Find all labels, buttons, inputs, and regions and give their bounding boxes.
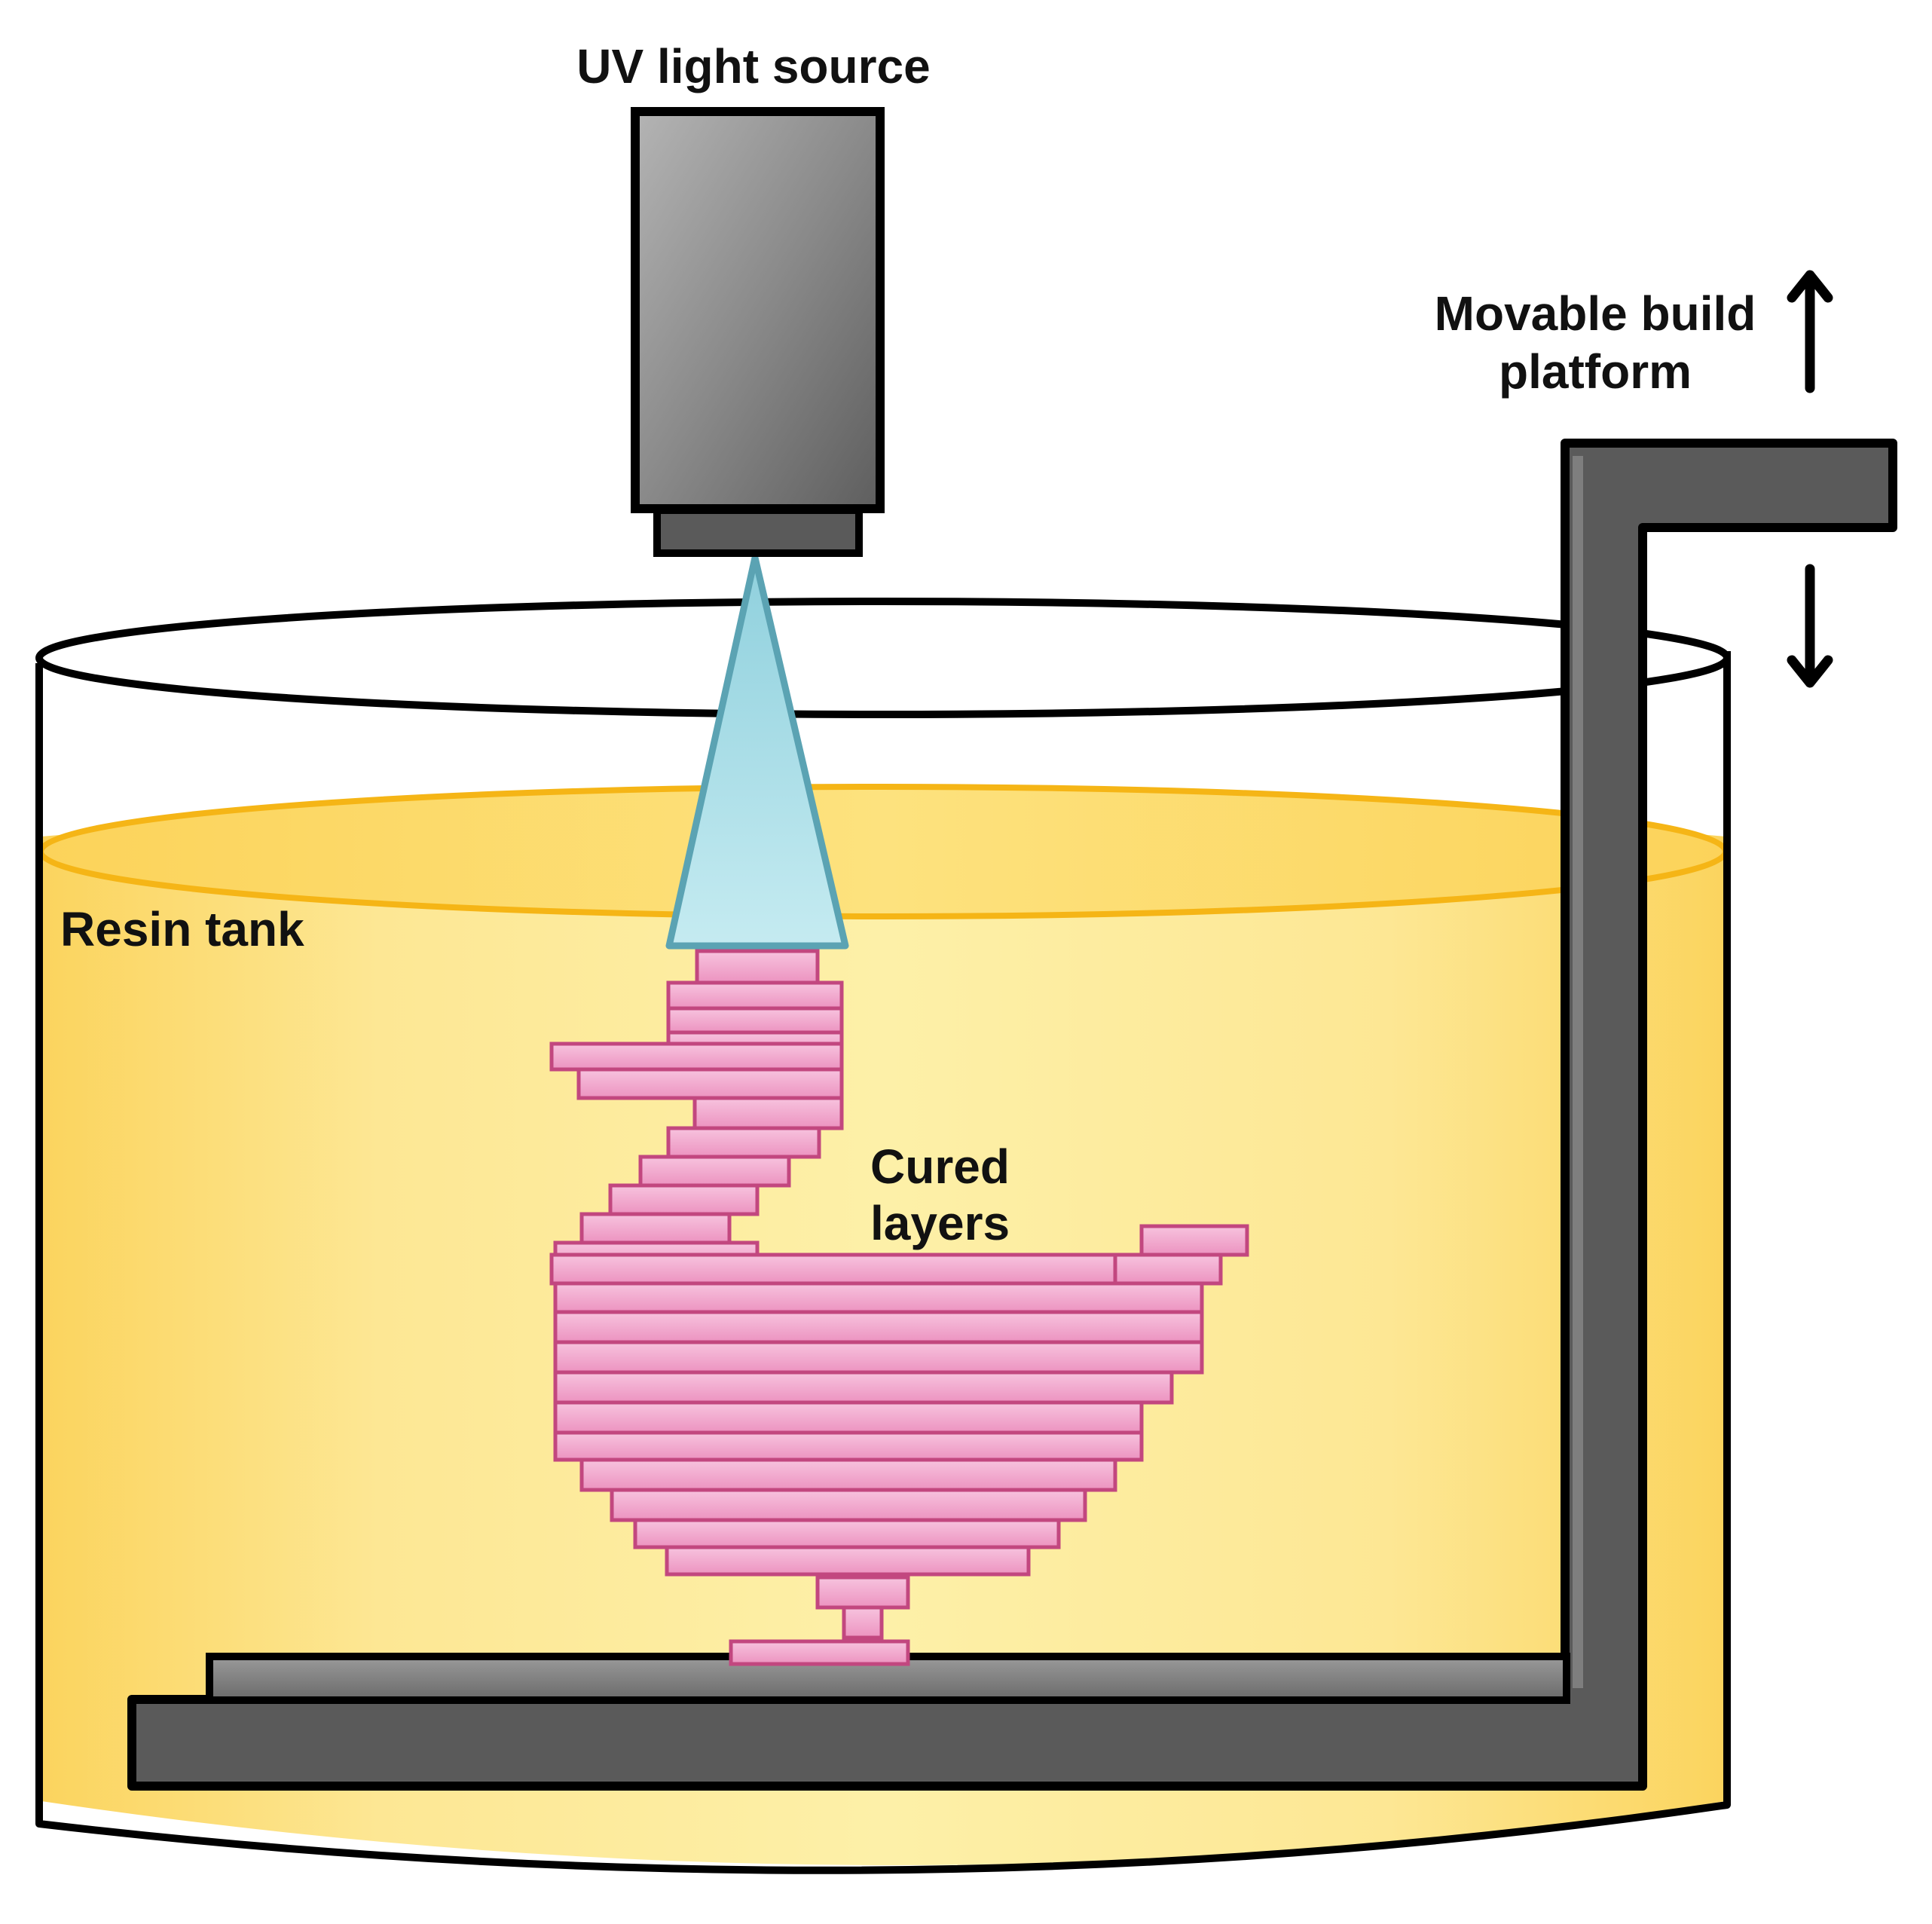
cured-layer xyxy=(633,1518,1061,1549)
arrow-up-icon xyxy=(1787,270,1833,393)
cured-layers-object xyxy=(549,949,1249,1666)
cured-layer xyxy=(576,1067,844,1100)
cured-layer xyxy=(549,1253,1204,1286)
cured-layer xyxy=(553,1281,1204,1314)
cured-layer xyxy=(1139,1224,1249,1257)
resin-tank-label: Resin tank xyxy=(60,902,304,956)
cured-layer xyxy=(1113,1253,1223,1286)
arrow-down-icon xyxy=(1787,564,1833,688)
cured-layer xyxy=(692,1096,844,1130)
uv-light-lens xyxy=(653,506,863,557)
uv-light-source-label: UV light source xyxy=(576,39,930,93)
cured-layer xyxy=(553,1310,1204,1344)
cured-layer xyxy=(553,1370,1174,1405)
cured-layer xyxy=(842,1605,884,1640)
resin-surface xyxy=(38,784,1729,919)
movable-build-platform-label-line1: Movable build xyxy=(1435,286,1756,341)
cured-layer xyxy=(579,1458,1117,1492)
cured-layer xyxy=(666,980,844,1011)
cured-layer xyxy=(553,1430,1144,1462)
uv-light-body xyxy=(631,107,885,513)
cured-layer xyxy=(666,1006,844,1035)
cured-layers-label-line1: Cured xyxy=(870,1139,1010,1194)
cured-layer xyxy=(608,1183,760,1216)
cured-layer xyxy=(695,949,820,985)
uv-beam xyxy=(665,554,849,950)
resin-tank-rim xyxy=(35,598,1731,718)
resin-tank-wall xyxy=(35,651,1731,1874)
cured-layer xyxy=(729,1639,910,1666)
cured-layer xyxy=(665,1545,1031,1577)
cured-layer xyxy=(549,1042,844,1072)
cured-layer xyxy=(610,1488,1087,1522)
uv-light-source-device xyxy=(631,107,885,557)
movable-build-platform-label-line2: platform xyxy=(1499,344,1692,399)
cured-layer xyxy=(666,1126,821,1159)
cured-layer xyxy=(553,1340,1204,1375)
cured-layers-label-line2: layers xyxy=(870,1196,1010,1250)
cured-layer xyxy=(638,1155,791,1188)
cured-layer xyxy=(553,1400,1144,1435)
cured-layer xyxy=(579,1212,732,1245)
cured-layer xyxy=(815,1575,910,1610)
